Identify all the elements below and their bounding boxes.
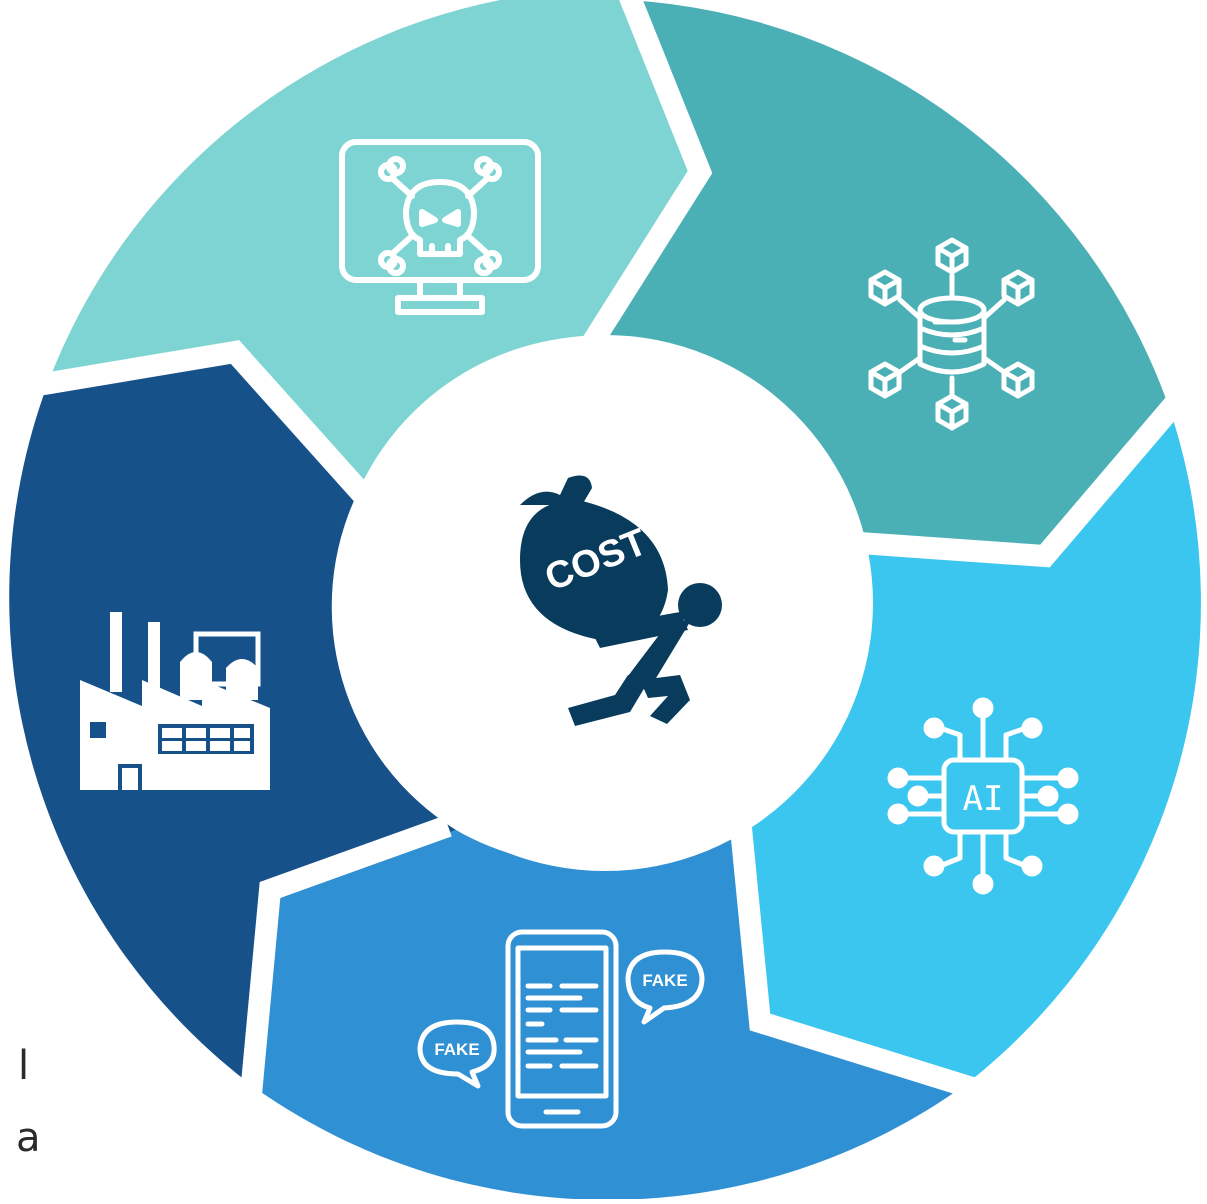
edge-text-2: a [16,1115,41,1161]
skull-monitor-icon [339,139,541,315]
factory-icon [80,612,270,790]
ai-chip-icon [887,697,1079,895]
edge-text-1: l [18,1043,30,1089]
fake-bubble-left-text: FAKE [434,1040,479,1059]
segment-ai [736,410,1201,1085]
segment-fake [258,819,965,1200]
ai-chip-label: AI [963,779,1004,819]
fake-news-phone-icon [417,929,705,1129]
segment-data [598,0,1170,555]
cost-bag-person-icon [520,475,722,726]
fake-bubble-right-text: FAKE [642,971,687,990]
segment-separators [18,0,1204,1107]
segment-malware [48,0,693,492]
database-network-icon [868,237,1035,431]
